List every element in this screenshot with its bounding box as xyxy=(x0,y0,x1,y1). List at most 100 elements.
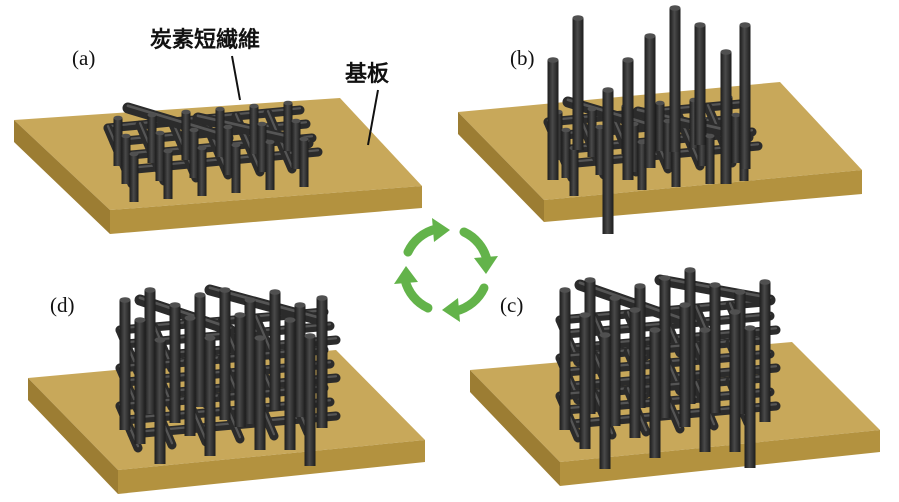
d-post8 xyxy=(316,298,328,428)
b-tall8-cap xyxy=(739,22,751,28)
d-post10 xyxy=(184,318,196,436)
d-post16-cap xyxy=(304,333,316,339)
d-post14-cap xyxy=(204,335,216,341)
a-post0 xyxy=(113,118,123,166)
panel-d: (d) xyxy=(28,284,425,494)
d-post12 xyxy=(284,320,296,450)
d-post0 xyxy=(119,300,131,430)
c-post8-cap xyxy=(759,279,771,285)
cycle-arrow-3 xyxy=(442,283,489,322)
b-post12 xyxy=(689,100,699,148)
a-post1 xyxy=(121,136,131,184)
a-post2 xyxy=(129,154,139,202)
a-post7 xyxy=(189,130,199,178)
c-post4-cap xyxy=(659,275,671,281)
b-tall2 xyxy=(602,90,614,234)
b-tall3 xyxy=(622,60,634,180)
a-x1 xyxy=(122,102,234,144)
c-post5-cap xyxy=(684,267,696,273)
d-post8-cap xyxy=(316,295,328,301)
c-post15 xyxy=(699,330,711,452)
b-tall8 xyxy=(739,25,751,169)
b-tall0 xyxy=(547,60,559,180)
a-x1-shine xyxy=(126,104,230,138)
a-post17 xyxy=(299,139,309,187)
a-post14-cap xyxy=(265,139,275,145)
a-post12-cap xyxy=(249,103,259,109)
d-post5 xyxy=(244,300,256,424)
panel-label-a: (a) xyxy=(72,46,95,70)
a-post8-cap xyxy=(197,145,207,151)
b-tall0-cap xyxy=(547,57,559,63)
d-post4 xyxy=(219,290,231,420)
d-post16 xyxy=(304,336,316,466)
d-post4-cap xyxy=(219,287,231,293)
d-post13 xyxy=(154,340,166,464)
d-post1 xyxy=(144,290,156,414)
d-post9 xyxy=(134,320,146,444)
fiber-network-c xyxy=(555,267,781,469)
d-post1-cap xyxy=(144,287,156,293)
c-post3-cap xyxy=(634,283,646,289)
a-post10-cap xyxy=(223,124,233,130)
b-post2 xyxy=(569,148,579,196)
a-post17-cap xyxy=(299,136,309,142)
cycle-arrow-1 xyxy=(403,218,450,257)
panel-label-b: (b) xyxy=(510,46,535,70)
a-post5-cap xyxy=(163,148,173,154)
b-post11 xyxy=(671,139,681,187)
b-tall5 xyxy=(669,8,681,152)
b-post8 xyxy=(637,142,647,190)
d-post7-cap xyxy=(294,302,306,308)
fiber-network-d xyxy=(115,284,341,466)
d-post6 xyxy=(269,292,281,410)
a-post3-cap xyxy=(147,112,157,118)
callout-carbon-fiber: 炭素短繊維 xyxy=(150,27,260,101)
c-post14-cap xyxy=(649,327,661,333)
a-post13-cap xyxy=(257,121,267,127)
a-post6-cap xyxy=(181,109,191,115)
d-post15-cap xyxy=(254,335,266,341)
d-post7 xyxy=(294,305,306,417)
c-post10-cap xyxy=(629,307,641,313)
a-post10 xyxy=(223,127,233,175)
d-post6-cap xyxy=(269,289,281,295)
b-tall4 xyxy=(644,36,656,168)
b-post7 xyxy=(629,124,639,172)
c-post6-cap xyxy=(709,282,721,288)
b-tall7 xyxy=(720,52,732,184)
c-post15-cap xyxy=(699,327,711,333)
d-post11 xyxy=(234,315,246,427)
d-post11-cap xyxy=(234,312,246,318)
panel-label-d: (d) xyxy=(50,293,75,317)
a-post5 xyxy=(163,151,173,199)
a-post6 xyxy=(181,112,191,160)
d-post2-cap xyxy=(169,302,181,308)
a-post8 xyxy=(197,148,207,196)
d-post14 xyxy=(204,338,216,456)
a-post13 xyxy=(257,124,267,172)
b-tall2-cap xyxy=(602,87,614,93)
b-post14-cap xyxy=(705,133,715,139)
cycle-arrows-icon xyxy=(394,218,498,322)
b-post8-cap xyxy=(637,139,647,145)
c-post10 xyxy=(629,310,641,438)
c-post7-cap xyxy=(734,289,746,295)
b-post10 xyxy=(663,121,673,169)
b-post4 xyxy=(595,127,605,175)
b-post3-cap xyxy=(587,106,597,112)
c-post1-cap xyxy=(584,277,596,283)
b-tall1-cap xyxy=(572,15,584,21)
c-post12 xyxy=(729,312,741,452)
b-post4-cap xyxy=(595,124,605,130)
a-post7-cap xyxy=(189,127,199,133)
d-post3 xyxy=(194,295,206,407)
c-post0-cap xyxy=(559,287,571,293)
c-post11-cap xyxy=(679,302,691,308)
b-post9-cap xyxy=(655,100,665,106)
a-post12 xyxy=(249,106,259,154)
d-post9-cap xyxy=(134,317,146,323)
substrate-leader-line xyxy=(367,89,379,146)
c-post11 xyxy=(679,305,691,427)
